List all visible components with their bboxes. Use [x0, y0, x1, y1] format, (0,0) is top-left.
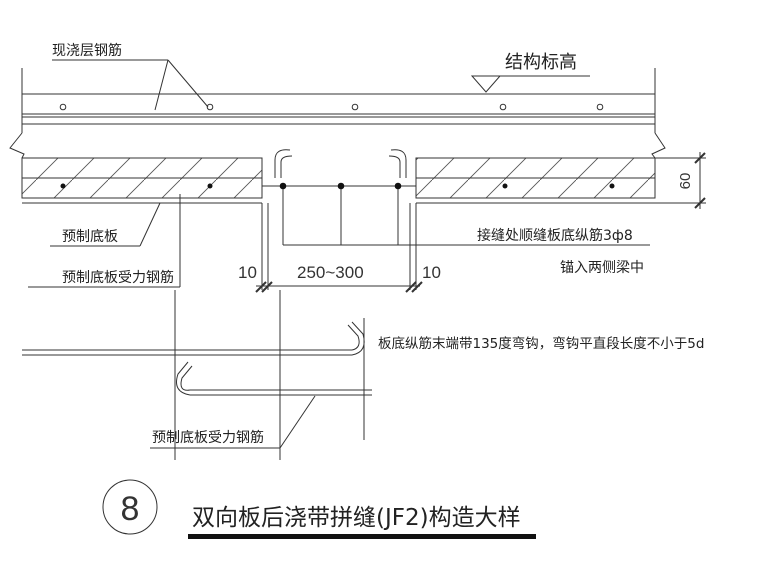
title-number: 8	[121, 490, 140, 528]
dim-joint-width: 250~300	[297, 263, 364, 282]
precast-slab-right	[415, 157, 656, 204]
title-block	[102, 479, 536, 539]
rebar-elevation	[22, 290, 372, 460]
label-cast-layer-rebar: 现浇层钢筋	[52, 42, 122, 59]
label-anchor-note: 锚入两侧梁中	[560, 260, 644, 276]
cast-layer	[21, 68, 656, 133]
label-joint-rebar: 接缝处顺缝板底纵筋3ф8	[477, 227, 633, 244]
slab-leader	[28, 194, 181, 288]
label-structure-elevation: 结构标高	[505, 52, 577, 73]
thickness-dimension	[655, 152, 706, 209]
break-symbols	[9, 132, 666, 159]
cast-rebar-leader	[52, 59, 209, 111]
dim-slab-thickness: 60	[677, 173, 694, 190]
dim-left-gap: 10	[238, 263, 257, 282]
title-text: 双向板后浇带拼缝(JF2)构造大样	[192, 505, 521, 531]
joint-dimensions	[255, 203, 423, 293]
label-precast-bottom-slab: 预制底板	[62, 229, 118, 245]
dim-right-gap: 10	[422, 263, 441, 282]
elevation-marker	[470, 75, 590, 93]
label-hook-note: 板底纵筋末端带135度弯钩，弯钩平直段长度不小于5d	[378, 335, 704, 352]
rebar-dots	[60, 182, 615, 190]
label-precast-slab-rebar-2: 预制底板受力钢筋	[152, 429, 264, 446]
joint-rebar-leader	[282, 189, 650, 246]
joint-hooks	[274, 149, 407, 178]
label-precast-slab-rebar: 预制底板受力钢筋	[62, 269, 174, 286]
precast-slab-left	[21, 157, 263, 204]
